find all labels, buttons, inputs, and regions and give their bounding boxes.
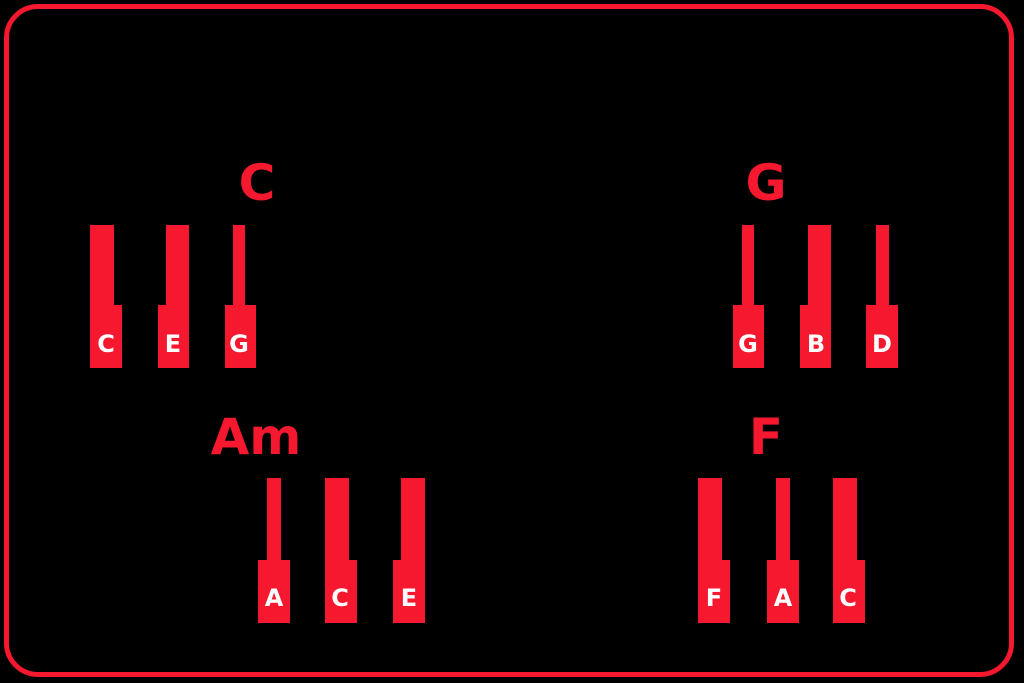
chord-name: C [238, 154, 276, 212]
key-shape [158, 305, 189, 368]
note-label: D [872, 330, 892, 358]
key-shape [258, 560, 290, 623]
key-shape [800, 305, 831, 368]
note-label: C [331, 584, 349, 612]
key-shape [833, 560, 865, 623]
chord-name: G [745, 154, 787, 212]
note-label: F [705, 584, 723, 612]
diagram-frame [4, 4, 1014, 677]
note-label: C [97, 330, 115, 358]
key-shape [393, 560, 425, 623]
chord-name: F [748, 408, 784, 466]
key-shape [325, 560, 357, 623]
note-label: G [738, 330, 758, 358]
note-label: E [164, 330, 182, 358]
note-label: G [229, 330, 249, 358]
note-label: C [839, 584, 857, 612]
key-shape [90, 305, 122, 368]
key-shape [698, 560, 730, 623]
key-shape [767, 560, 799, 623]
key-shape [225, 305, 256, 368]
note-label: A [264, 584, 284, 612]
chord-name: Am [210, 408, 302, 466]
key-shape [866, 305, 898, 368]
key-shape [733, 305, 764, 368]
note-label: A [773, 584, 793, 612]
note-label: E [400, 584, 418, 612]
note-label: B [806, 330, 826, 358]
